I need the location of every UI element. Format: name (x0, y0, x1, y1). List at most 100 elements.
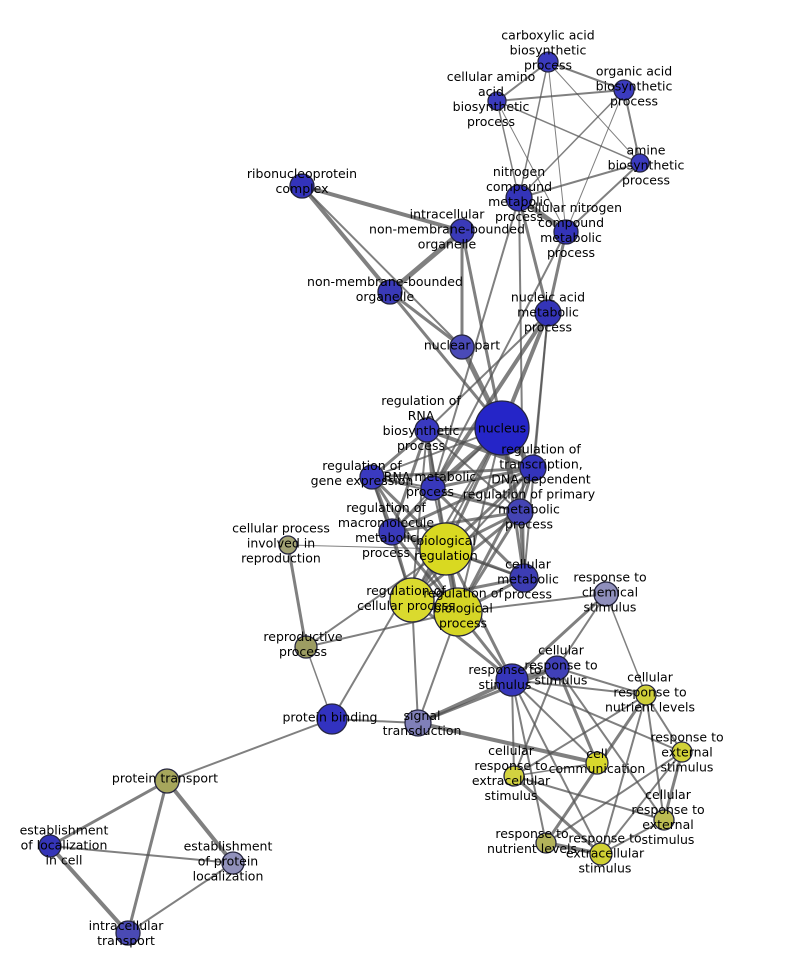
graph-edge-estprot-intratrans[interactable] (127, 862, 234, 934)
graph-node-carb[interactable] (537, 51, 559, 73)
graph-node-respext[interactable] (671, 741, 693, 763)
graph-node-respnutr[interactable] (535, 832, 557, 854)
graph-edge-nacid-regrna[interactable] (426, 312, 549, 431)
graph-edge-protbind-nucleus[interactable] (331, 427, 503, 720)
graph-edge-orga-amin[interactable] (623, 89, 641, 164)
graph-edge-reggene-regbio[interactable] (370, 475, 460, 614)
graph-edge-ribo-npart[interactable] (301, 185, 463, 348)
graph-node-crnutr[interactable] (635, 684, 657, 706)
graph-edge-carb-ceni[interactable] (547, 61, 567, 233)
graph-edge-crstim-sigtrans[interactable] (416, 666, 559, 725)
graph-edge-nmbo-nucleus[interactable] (388, 290, 504, 430)
graph-node-regprim[interactable] (506, 498, 534, 526)
graph-edge-carb-orga[interactable] (547, 61, 625, 91)
graph-node-amin[interactable] (630, 153, 650, 173)
graph-edge-cama-amin[interactable] (496, 100, 641, 164)
graph-edge-carb-amin[interactable] (547, 61, 641, 164)
graph-edge-prottrans-estprot[interactable] (165, 779, 235, 865)
graph-edge-crstim-crextra[interactable] (513, 667, 558, 777)
graph-edge-regtx-reggene[interactable] (370, 466, 535, 479)
graph-edge-crnutr-respextra[interactable] (600, 694, 647, 855)
graph-edge-regprim-regmacro[interactable] (390, 510, 522, 534)
graph-edge-crnutr-crext[interactable] (645, 694, 665, 821)
graph-edge-regrna-regtx[interactable] (425, 428, 535, 470)
graph-node-reggene[interactable] (359, 464, 385, 490)
graph-edge-nucleus-regbio[interactable] (457, 427, 503, 613)
graph-node-nucleus[interactable] (474, 400, 530, 456)
graph-edge-crstim-respchem[interactable] (556, 593, 607, 669)
graph-edge-amin-ceni[interactable] (565, 162, 641, 233)
graph-node-ribo[interactable] (289, 173, 315, 199)
graph-edge-regbio-repro[interactable] (305, 611, 459, 648)
graph-edge-amin-nitr[interactable] (518, 162, 641, 199)
graph-edge-estloc-intratrans[interactable] (48, 844, 130, 935)
graph-node-bioreg[interactable] (419, 522, 473, 576)
graph-edge-nmbo-npart[interactable] (388, 290, 464, 349)
graph-node-regmacro[interactable] (378, 518, 406, 546)
graph-node-regtx[interactable] (519, 454, 547, 482)
graph-edge-respext-crext[interactable] (662, 750, 684, 822)
graph-node-repro[interactable] (294, 635, 318, 659)
graph-node-prottrans[interactable] (154, 768, 180, 794)
graph-edge-respstim-respchem[interactable] (510, 592, 608, 682)
graph-edge-nacid-cellmet[interactable] (523, 312, 549, 579)
graph-node-inmb[interactable] (449, 218, 475, 244)
graph-node-regcell[interactable] (389, 577, 435, 623)
graph-node-orga[interactable] (613, 79, 635, 101)
graph-node-npart[interactable] (449, 334, 475, 360)
graph-node-cellmet[interactable] (509, 563, 539, 593)
graph-edge-nacid-rnamet[interactable] (431, 311, 550, 490)
graph-edge-respextra-crextra[interactable] (512, 774, 603, 856)
graph-edge-nitr-nacid[interactable] (517, 196, 550, 315)
graph-edge-cama-ceni[interactable] (496, 100, 567, 233)
graph-edge-ribo-nmbo[interactable] (300, 184, 392, 294)
graph-node-respextra[interactable] (589, 842, 613, 866)
graph-edge-ribo-inmb[interactable] (300, 184, 464, 233)
graph-edge-respstim-respnutr[interactable] (511, 679, 547, 844)
graph-edge-orga-ceni[interactable] (565, 89, 625, 233)
graph-edge-respstim-cellcomm[interactable] (511, 679, 598, 764)
graph-edge-crnutr-crextra[interactable] (513, 694, 647, 777)
graph-edge-respstim-respext[interactable] (511, 679, 683, 753)
graph-edge-prottrans-estloc[interactable] (48, 779, 169, 848)
graph-edge-orga-nitr[interactable] (518, 89, 625, 199)
graph-edge-protbind-prottrans[interactable] (166, 718, 333, 782)
graph-node-cellcomm[interactable] (585, 751, 609, 775)
graph-node-crextra[interactable] (503, 765, 525, 787)
graph-node-estprot[interactable] (221, 851, 245, 875)
graph-edge-crstim-crnutr[interactable] (556, 667, 647, 696)
graph-edge-inmb-nmbo[interactable] (387, 228, 465, 295)
graph-edge-respextra-crext[interactable] (600, 819, 665, 855)
graph-edge-estloc-estprot[interactable] (49, 845, 234, 864)
graph-edge-rnamet-regprim[interactable] (432, 487, 521, 513)
graph-node-rnamet[interactable] (420, 475, 446, 501)
graph-node-cpir[interactable] (278, 535, 298, 555)
graph-edge-respstim-crnutr[interactable] (511, 679, 647, 696)
graph-node-protbind[interactable] (316, 703, 348, 735)
graph-edge-orga-cama[interactable] (496, 89, 625, 102)
graph-edge-respstim-respextra[interactable] (511, 679, 602, 855)
graph-edge-respchem-crnutr[interactable] (605, 593, 647, 696)
graph-edge-cellcomm-sigtrans[interactable] (416, 721, 599, 765)
graph-edge-crextra-crext[interactable] (513, 775, 665, 821)
graph-node-nacid[interactable] (534, 299, 562, 327)
graph-node-nitr[interactable] (505, 184, 533, 212)
graph-edge-respext-respextra[interactable] (600, 751, 683, 855)
graph-node-estloc[interactable] (38, 834, 62, 858)
graph-edge-nitr-rnamet[interactable] (432, 197, 520, 489)
graph-node-regbio[interactable] (433, 587, 483, 637)
graph-edge-regtx-rnamet[interactable] (431, 466, 535, 490)
graph-node-intratrans[interactable] (115, 920, 141, 946)
graph-edge-crstim-cellcomm[interactable] (555, 666, 599, 765)
graph-node-crstim[interactable] (544, 655, 570, 681)
graph-node-sigtrans[interactable] (404, 709, 432, 737)
graph-edge-regbio-respchem[interactable] (457, 593, 607, 613)
graph-edge-crnutr-respext[interactable] (645, 694, 683, 753)
graph-edge-cpir-repro[interactable] (286, 543, 308, 649)
graph-edge-respext-respnutr[interactable] (545, 751, 683, 844)
graph-node-cama[interactable] (487, 91, 507, 111)
graph-edge-inmb-nucleus[interactable] (460, 229, 504, 430)
graph-node-respstim[interactable] (495, 663, 529, 697)
graph-node-regrna[interactable] (414, 417, 440, 443)
